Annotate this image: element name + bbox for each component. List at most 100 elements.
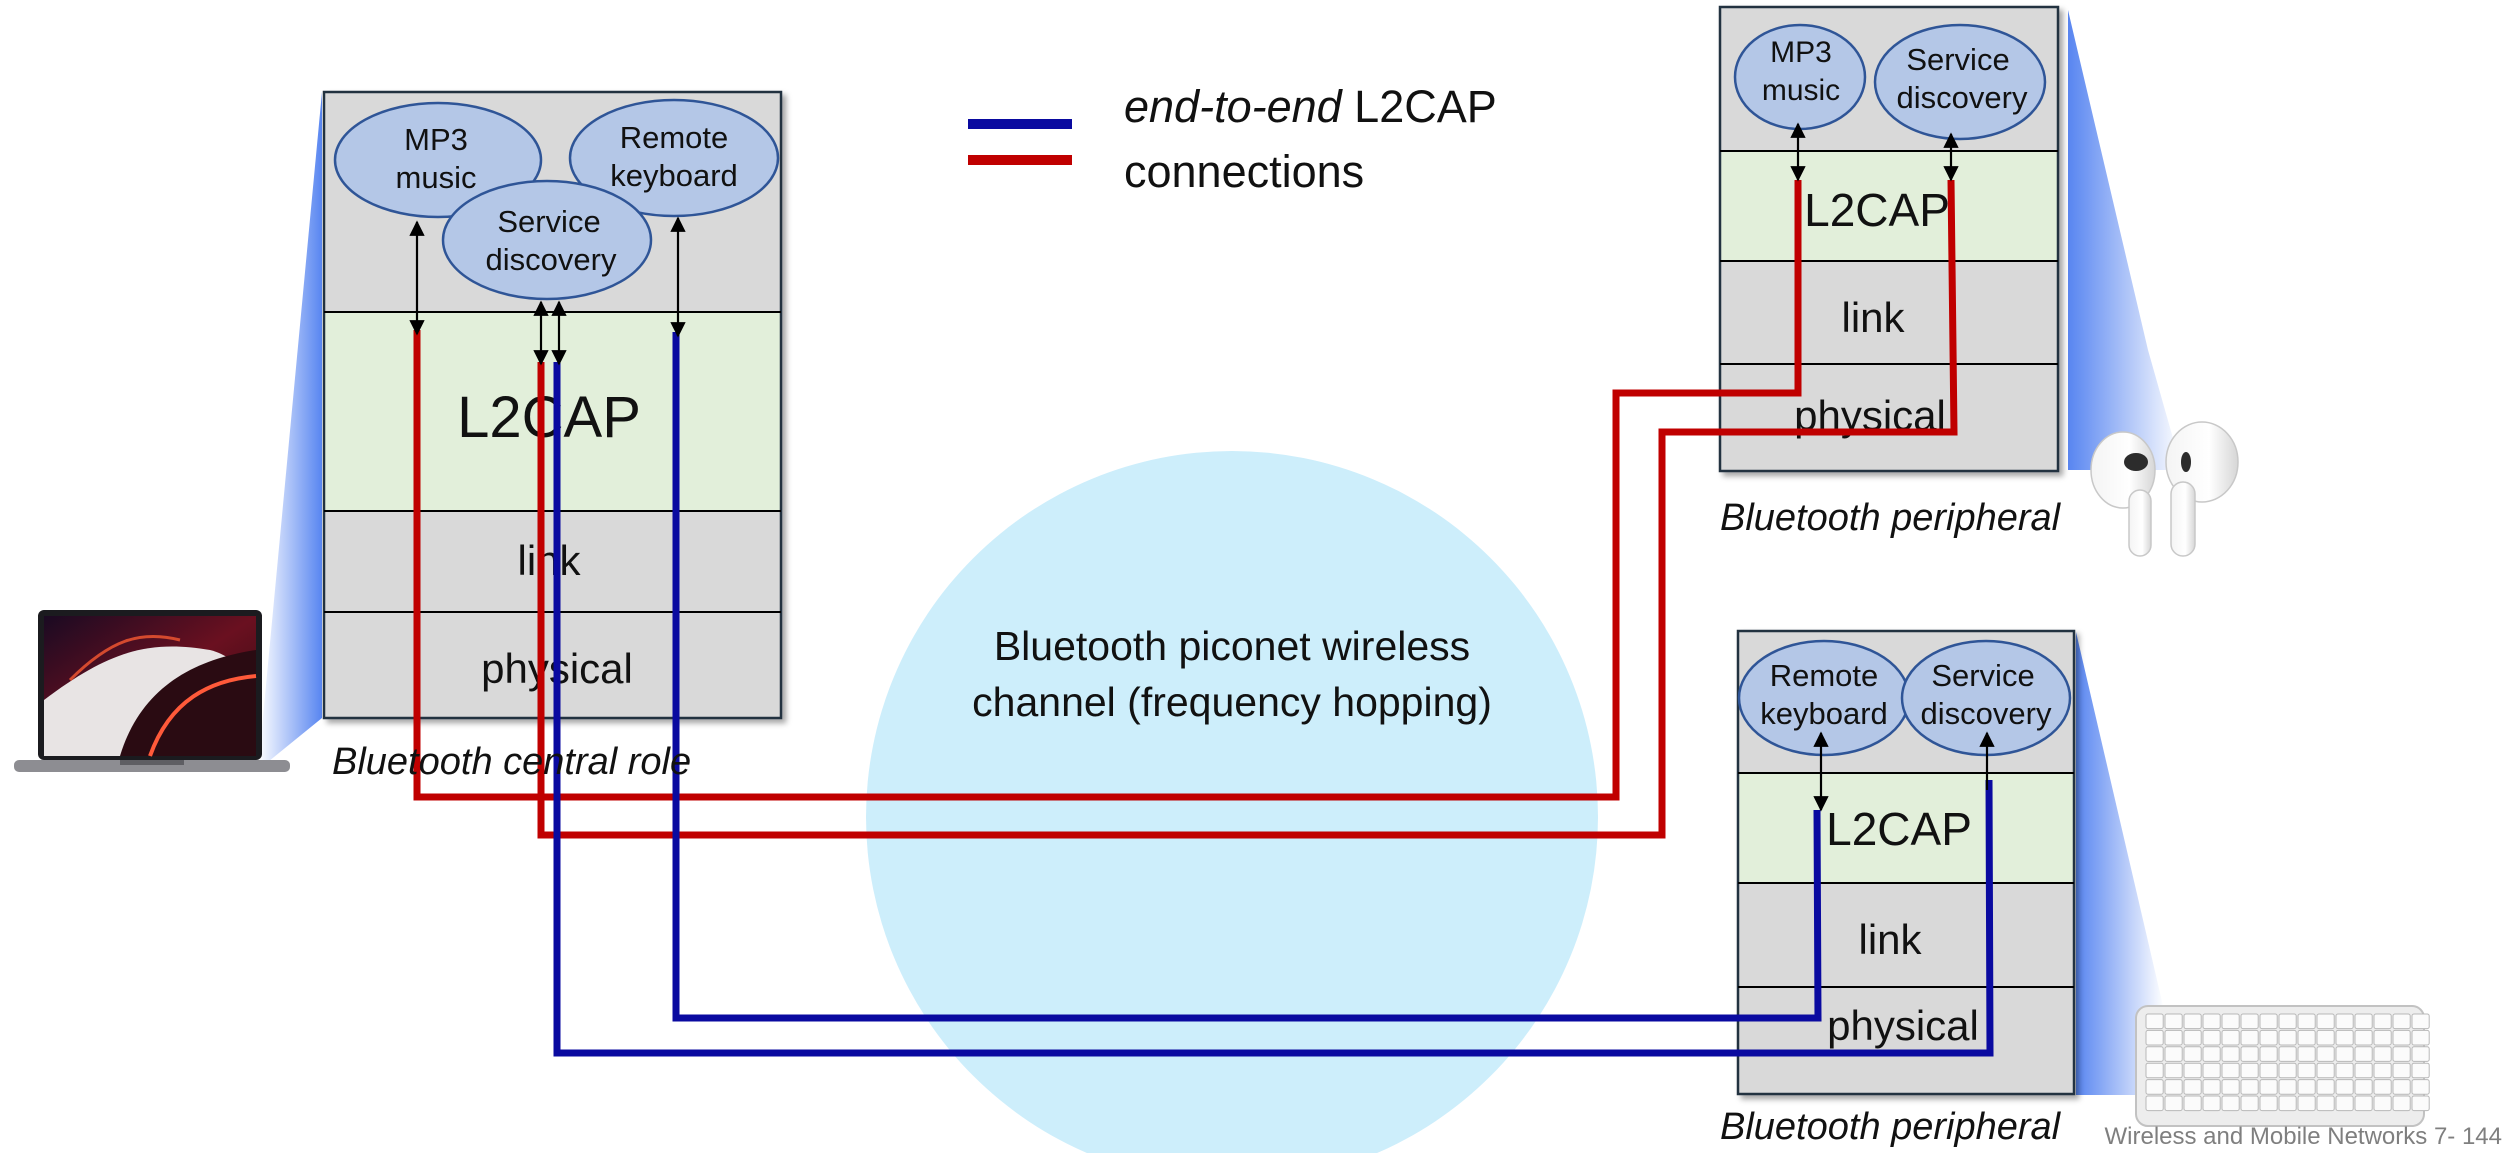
- keyboard-key: [2145, 1046, 2164, 1062]
- peripheral-top-service-line1: Service: [1906, 42, 2009, 77]
- keyboard-key: [2164, 1079, 2183, 1095]
- keyboard-key: [2164, 1095, 2183, 1112]
- channel-label-line2: channel (frequency hopping): [972, 679, 1492, 725]
- central-caption: Bluetooth central role: [332, 741, 691, 783]
- keyboard-key: [2316, 1029, 2335, 1046]
- keyboard-key: [2221, 1062, 2240, 1079]
- keyboard-key: [2354, 1029, 2373, 1046]
- central-keyboard-label-line2: keyboard: [610, 158, 738, 193]
- keyboard-key: [2259, 1013, 2278, 1030]
- keyboard-key: [2373, 1095, 2392, 1112]
- keyboard-key: [2240, 1013, 2259, 1030]
- central-link-label: link: [517, 537, 581, 584]
- peripheral-bottom-l2cap-label: L2CAP: [1826, 803, 1972, 855]
- keyboard-key: [2240, 1062, 2259, 1079]
- keyboard-key: [2240, 1046, 2259, 1062]
- keyboard-key: [2221, 1029, 2240, 1046]
- keyboard-key: [2202, 1079, 2221, 1095]
- keyboard-key: [2411, 1029, 2430, 1046]
- keyboard-key: [2392, 1062, 2411, 1079]
- red-connection-service: [537, 179, 1958, 839]
- keyboard-key: [2316, 1046, 2335, 1062]
- keyboard-key: [2411, 1079, 2430, 1095]
- keyboard-key: [2335, 1062, 2354, 1079]
- peripheral-top-link-label: link: [1841, 294, 1905, 341]
- keyboard-key: [2183, 1046, 2202, 1062]
- keyboard-key: [2278, 1029, 2297, 1046]
- keyboard-key: [2335, 1046, 2354, 1062]
- keyboard-key: [2145, 1079, 2164, 1095]
- keyboard-key: [2183, 1095, 2202, 1112]
- keyboard-key: [2411, 1095, 2430, 1112]
- keyboard-key: [2164, 1013, 2183, 1030]
- keyboard-key: [2373, 1079, 2392, 1095]
- keyboard-link-gradient: [2076, 632, 2164, 1095]
- keyboard-key: [2145, 1013, 2164, 1030]
- peripheral-top-service-line2: discovery: [1897, 80, 2028, 115]
- central-mp3-music-app: [333, 101, 543, 219]
- keyboard-key: [2392, 1095, 2411, 1112]
- earbuds-icon: [2090, 421, 2239, 557]
- keyboard-key: [2145, 1095, 2164, 1112]
- keyboard-key: [2278, 1046, 2297, 1062]
- keyboard-key: [2145, 1029, 2164, 1046]
- keyboard-key: [2278, 1062, 2297, 1079]
- keyboard-key: [2316, 1079, 2335, 1095]
- keyboard-key: [2221, 1095, 2240, 1112]
- keyboard-key: [2354, 1013, 2373, 1030]
- central-service-label-line2: discovery: [486, 242, 617, 277]
- keyboard-key: [2278, 1013, 2297, 1030]
- keyboard-key: [2354, 1079, 2373, 1095]
- keyboard-key: [2278, 1095, 2297, 1112]
- keyboard-key: [2202, 1013, 2221, 1030]
- peripheral-bottom-link-label: link: [1858, 916, 1922, 963]
- peripheral-top-caption: Bluetooth peripheral: [1720, 497, 2062, 539]
- keyboard-key: [2259, 1062, 2278, 1079]
- central-keyboard-label-line1: Remote: [620, 120, 729, 155]
- keyboard-key: [2202, 1062, 2221, 1079]
- keyboard-key: [2278, 1079, 2297, 1095]
- keyboard-key: [2335, 1079, 2354, 1095]
- keyboard-key: [2164, 1029, 2183, 1046]
- peripheral-top-l2cap-label: L2CAP: [1804, 184, 1950, 236]
- blue-connection-keyboard: [672, 332, 1822, 1022]
- central-service-label-line1: Service: [497, 204, 600, 239]
- legend-text-line2: connections: [1124, 146, 1364, 197]
- peripheral-bottom-keyboard-line2: keyboard: [1760, 696, 1888, 731]
- piconet-channel-circle: [866, 451, 1598, 1153]
- keyboard-key: [2259, 1029, 2278, 1046]
- keyboard-key: [2373, 1046, 2392, 1062]
- keyboard-key: [2335, 1095, 2354, 1112]
- keyboard-key: [2316, 1095, 2335, 1112]
- legend-text-l2cap: L2CAP: [1342, 81, 1497, 132]
- peripheral-bottom-keyboard-line1: Remote: [1770, 658, 1879, 693]
- keyboard-key: [2259, 1079, 2278, 1095]
- keyboard-key: [2297, 1062, 2316, 1079]
- keyboard-key: [2411, 1046, 2430, 1062]
- blue-connection-service: [553, 362, 1994, 1057]
- keyboard-key: [2164, 1046, 2183, 1062]
- keyboard-key: [2259, 1046, 2278, 1062]
- keyboard-key: [2297, 1029, 2316, 1046]
- keyboard-key: [2354, 1095, 2373, 1112]
- keyboard-key: [2240, 1079, 2259, 1095]
- keyboard-key: [2354, 1046, 2373, 1062]
- keyboard-key: [2183, 1062, 2202, 1079]
- legend-italic-text: end-to-end: [1124, 81, 1344, 132]
- keyboard-key: [2411, 1013, 2430, 1030]
- channel-label-line1: Bluetooth piconet wireless: [994, 623, 1470, 669]
- keyboard-key: [2335, 1029, 2354, 1046]
- central-remote-keyboard-app: [568, 98, 780, 218]
- keyboard-key: [2392, 1046, 2411, 1062]
- central-mp3-label-line1: MP3: [404, 122, 468, 157]
- peripheral-top-service-discovery-app: [1873, 23, 2047, 141]
- keyboard-key: [2221, 1013, 2240, 1030]
- keyboard-key: [2392, 1029, 2411, 1046]
- keyboard-key: [2335, 1013, 2354, 1030]
- keyboard-key: [2221, 1046, 2240, 1062]
- central-mp3-label-line2: music: [396, 160, 477, 195]
- keyboard-key: [2240, 1029, 2259, 1046]
- peripheral-bottom-service-line2: discovery: [1921, 696, 2052, 731]
- keyboard-key: [2392, 1079, 2411, 1095]
